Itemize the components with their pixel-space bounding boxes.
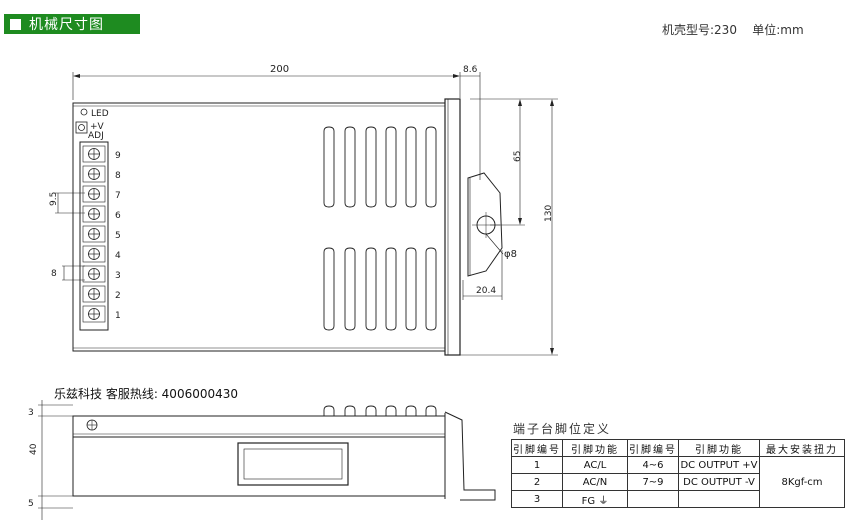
dim-hole-x: 20.4 — [476, 286, 496, 296]
vadj-v-label: +V — [90, 122, 105, 132]
table-header-row: 引脚编号 引脚功能 引脚编号 引脚功能 最大安装扭力 — [511, 439, 845, 457]
side-view: 3 40 5 — [28, 400, 496, 520]
terminal-number: 9 — [115, 151, 121, 161]
terminal-number: 4 — [115, 251, 121, 261]
terminal-screw-icon — [82, 245, 106, 263]
col-func1: 引脚功能 — [562, 439, 628, 457]
terminal-number: 8 — [115, 171, 121, 181]
terminal-screw-icon — [82, 145, 106, 163]
dim-top: 3 — [28, 408, 34, 418]
top-view-body — [72, 102, 446, 352]
dim-bottom: 5 — [28, 499, 34, 509]
dim-hole-dia: φ8 — [504, 249, 517, 260]
model-info: 机壳型号:230 单位:mm — [662, 21, 804, 38]
ground-icon: ⏚ — [598, 495, 609, 507]
table-row: 2 AC/N 7~9 DC OUTPUT -V — [511, 473, 845, 491]
terminal-screw-icon — [82, 185, 106, 203]
vent-slot — [365, 247, 377, 331]
header-square-icon — [10, 18, 21, 30]
vent-slot — [323, 247, 335, 331]
side-vent-slot — [425, 405, 437, 416]
col-func2: 引脚功能 — [678, 439, 760, 457]
terminal-screw-icon — [82, 165, 106, 183]
vent-slot — [425, 126, 437, 208]
terminal-number: 7 — [115, 191, 121, 201]
led-icon — [80, 108, 88, 116]
vent-slot — [405, 247, 417, 331]
terminal-number: 1 — [115, 311, 121, 321]
vent-slot — [344, 126, 356, 208]
unit-label: 单位:mm — [752, 23, 804, 37]
side-vent-slot — [405, 405, 417, 416]
vent-slot — [405, 126, 417, 208]
header-title: 机械尺寸图 — [29, 17, 104, 33]
table-row: 1 AC/L 4~6 DC OUTPUT +V 8Kgf-cm — [511, 456, 845, 508]
terminal-screw-icon — [82, 285, 106, 303]
pin-definition-table: 引脚编号 引脚功能 引脚编号 引脚功能 最大安装扭力 1 AC/L 4~6 DC… — [511, 439, 845, 508]
torque-value: 8Kgf-cm — [759, 456, 845, 508]
vent-slot — [385, 126, 397, 208]
side-vent-slot — [344, 405, 356, 416]
terminal-screw-icon — [82, 225, 106, 243]
dim-terminal-width: 8 — [51, 269, 57, 279]
vadj-adj-label: ADJ — [88, 131, 104, 141]
dim-pitch: 9.5 — [49, 192, 59, 206]
model-number: 机壳型号:230 — [662, 23, 737, 37]
hotline-text: 乐兹科技 客服热线: 4006000430 — [54, 387, 239, 401]
col-pin2: 引脚编号 — [627, 439, 679, 457]
vent-slot — [365, 126, 377, 208]
terminal-screw-icon — [82, 265, 106, 283]
section-header: 机械尺寸图 — [4, 14, 140, 34]
dim-width: 130 — [544, 205, 554, 222]
side-vent-slot — [365, 405, 377, 416]
mounting-bracket — [467, 172, 503, 277]
side-vent-slot — [385, 405, 397, 416]
pin-table-title: 端子台脚位定义 — [513, 422, 612, 436]
dim-height: 40 — [29, 443, 39, 455]
terminal-number: 5 — [115, 231, 121, 241]
dim-flange: 8.6 — [463, 65, 478, 75]
dim-length: 200 — [270, 64, 289, 75]
side-window — [237, 442, 349, 486]
vent-slot — [385, 247, 397, 331]
terminal-screw-icon — [82, 205, 106, 223]
fg-label: FG — [581, 495, 596, 507]
side-vent-slot — [323, 405, 335, 416]
vadj-potentiometer-icon — [78, 124, 85, 131]
vent-slot — [344, 247, 356, 331]
col-torque: 最大安装扭力 — [759, 439, 845, 457]
end-flange — [444, 98, 461, 356]
terminal-screws: 9 8 7 6 5 4 3 2 1 — [82, 145, 121, 323]
dim-hole-offset: 65 — [513, 151, 523, 162]
vent-slot — [323, 126, 335, 208]
ventilation-slots — [323, 126, 437, 331]
terminal-number: 3 — [115, 271, 121, 281]
vent-slot — [425, 247, 437, 331]
terminal-number: 2 — [115, 291, 121, 301]
table-row: 3 FG ⏚ — [511, 490, 845, 508]
side-vents — [323, 405, 437, 416]
terminal-block — [79, 141, 109, 331]
led-label: LED — [91, 109, 109, 119]
terminal-number: 6 — [115, 211, 121, 221]
col-pin1: 引脚编号 — [511, 439, 563, 457]
terminal-screw-icon — [82, 305, 106, 323]
side-view-body — [72, 415, 446, 497]
